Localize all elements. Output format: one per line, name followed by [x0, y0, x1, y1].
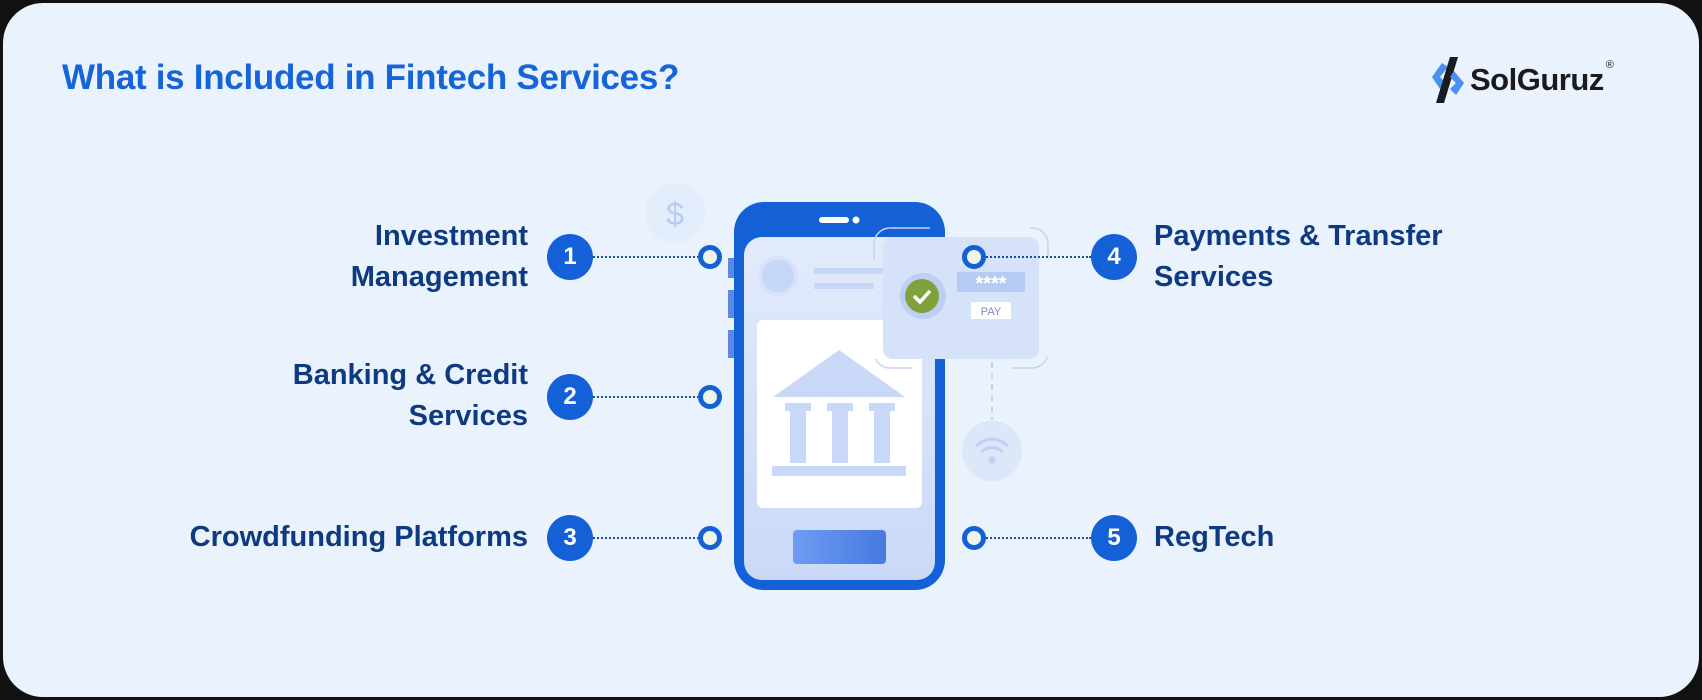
- connector-2: [593, 396, 703, 398]
- number-badge-4: 4: [1091, 234, 1137, 280]
- node-dot-1: [698, 245, 722, 269]
- node-dot-2: [698, 385, 722, 409]
- item-label-line: Management: [350, 261, 528, 293]
- node-dot-5: [962, 526, 986, 550]
- logo-text: SolGuruz: [1470, 62, 1604, 97]
- bank-icon: [772, 350, 906, 476]
- number-badge-2: 2: [547, 374, 593, 420]
- item-label-line: RegTech: [1154, 521, 1275, 553]
- number-badge-5: 5: [1091, 515, 1137, 561]
- item-label-line: Services: [1154, 261, 1274, 293]
- wifi-icon: [962, 421, 1022, 481]
- dollar-sign: $: [666, 196, 684, 232]
- item-crowdfunding: Crowdfunding Platforms: [190, 517, 528, 558]
- item-regtech: RegTech: [1154, 517, 1274, 558]
- check-icon: [905, 279, 939, 313]
- logo-mark-icon: [1430, 55, 1466, 105]
- number-badge-3: 3: [547, 515, 593, 561]
- item-label-line: Payments & Transfer: [1154, 220, 1443, 252]
- solguruz-logo: SolGuruz ®: [1430, 55, 1614, 105]
- connector-4: [983, 256, 1091, 258]
- pin-mask: ****: [975, 273, 1006, 295]
- node-dot-4: [962, 245, 986, 269]
- payment-card: [883, 237, 1039, 359]
- item-banking-credit: Banking & Credit Services: [293, 355, 528, 437]
- connector-5: [983, 537, 1091, 539]
- item-label-line: Services: [408, 400, 528, 432]
- avatar-placeholder: [758, 256, 798, 296]
- item-label-line: Investment: [374, 220, 528, 252]
- pay-label: PAY: [981, 306, 1002, 318]
- node-dot-3: [698, 526, 722, 550]
- dollar-coin-icon: [645, 183, 705, 243]
- item-label-line: Banking & Credit: [292, 359, 528, 391]
- connector-3: [593, 537, 703, 539]
- registered-mark: ®: [1605, 59, 1614, 71]
- phone-action-button: [793, 530, 886, 564]
- item-payments-transfer: Payments & Transfer Services: [1154, 216, 1443, 298]
- item-investment-management: Investment Management: [351, 216, 528, 298]
- number-badge-1: 1: [547, 234, 593, 280]
- item-label-line: Crowdfunding Platforms: [189, 521, 528, 553]
- connector-1: [593, 256, 703, 258]
- page-title: What is Included in Fintech Services?: [62, 58, 680, 97]
